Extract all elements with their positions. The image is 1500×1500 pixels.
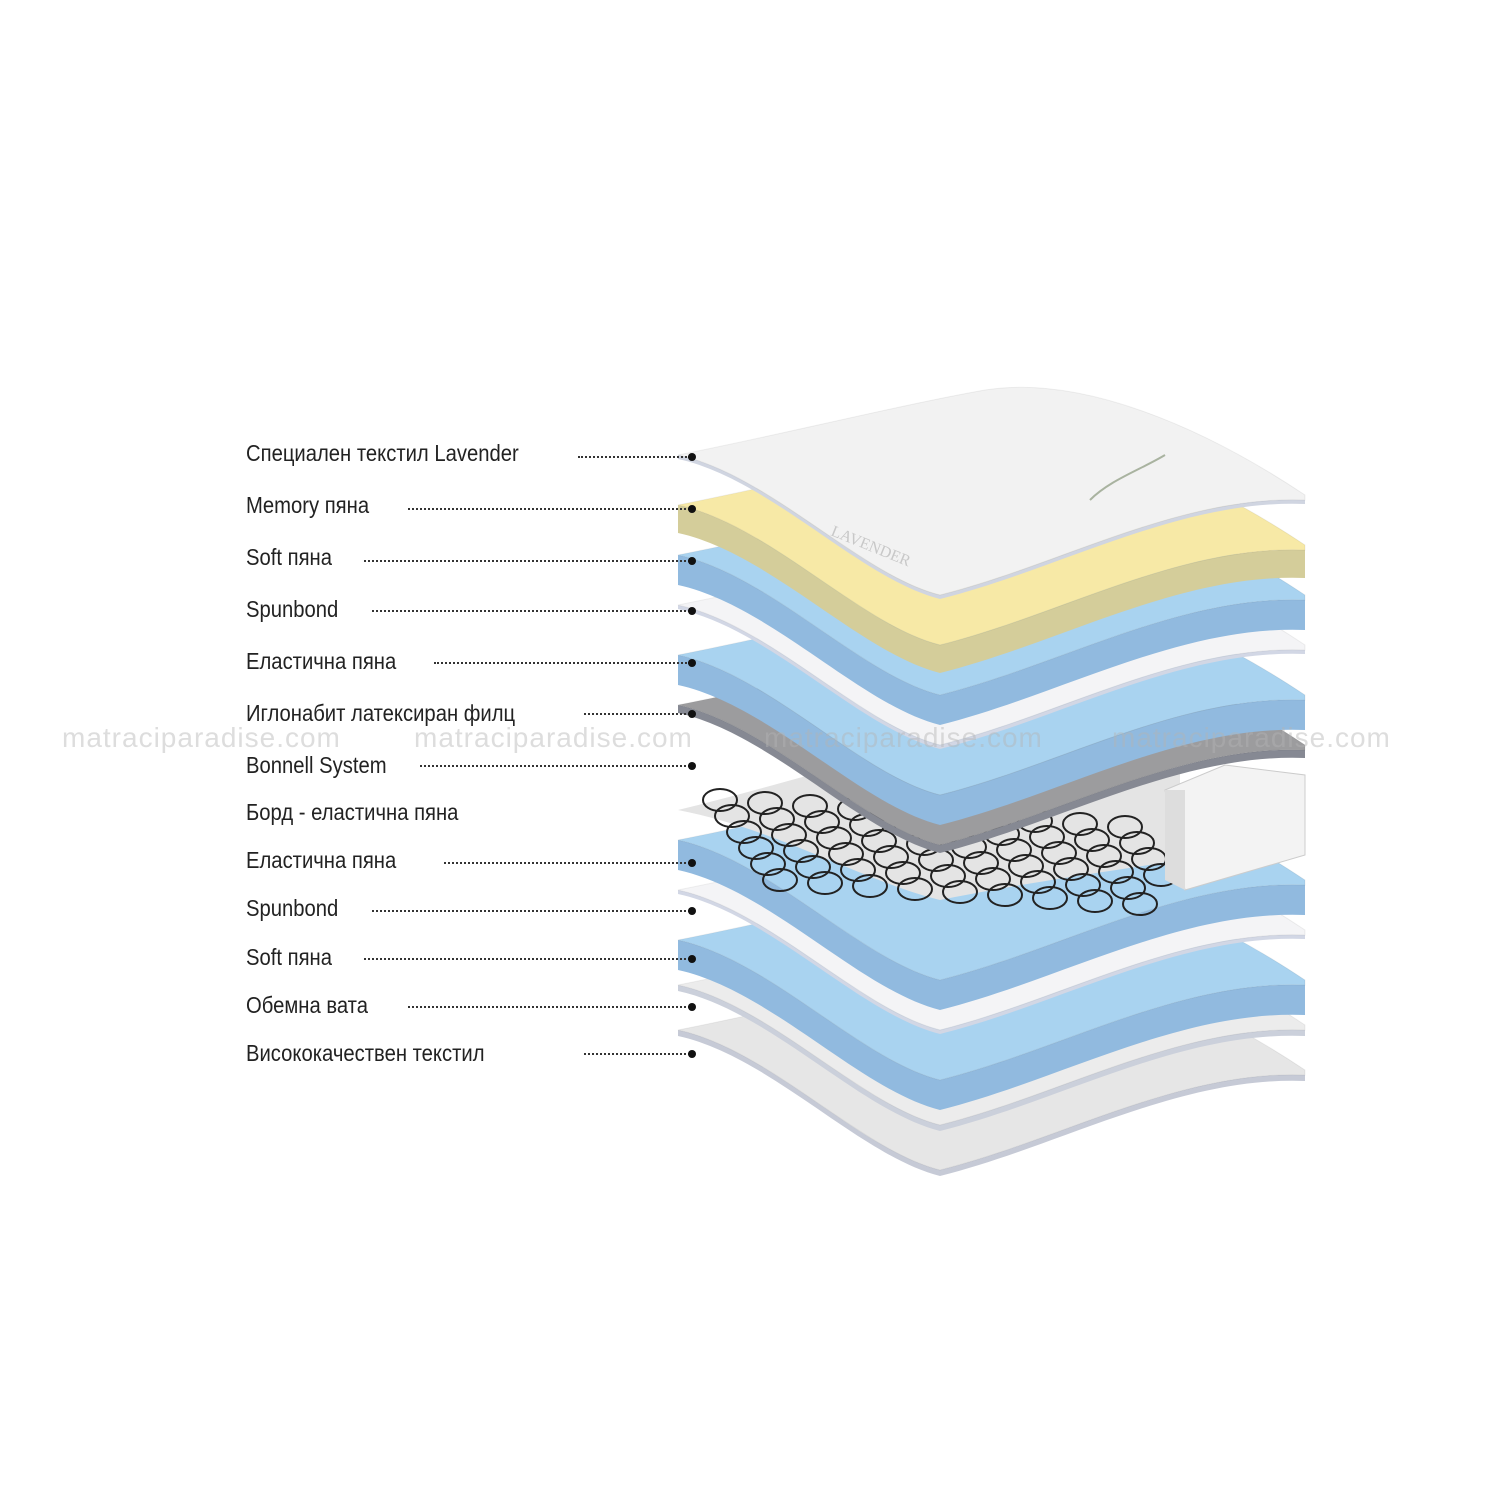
leader-dot <box>688 659 696 667</box>
leader-dot <box>688 710 696 718</box>
layer-0 <box>677 386 1306 599</box>
layer-label: Специален текстил Lavender <box>246 440 519 466</box>
leader-line <box>408 508 690 510</box>
layer-label: Еластична пяна <box>246 847 397 873</box>
leader-dot <box>688 557 696 565</box>
leader-line <box>372 910 690 912</box>
watermark-text: matraciparadise.com <box>1112 722 1391 753</box>
leader-line <box>372 610 690 612</box>
leader-line <box>578 456 690 458</box>
leader-dot <box>688 859 696 867</box>
leader-line <box>364 560 690 562</box>
leader-line <box>584 713 690 715</box>
layer-label: Spunbond <box>246 596 339 622</box>
leader-line <box>444 862 690 864</box>
bord-foam-edge <box>1164 764 1306 891</box>
layer-label: Soft пяна <box>246 544 332 570</box>
layer-label: Memory пяна <box>246 492 370 518</box>
layer-label: Spunbond <box>246 895 339 921</box>
layer-label: Борд - еластична пяна <box>246 799 459 825</box>
layer-label: Soft пяна <box>246 944 332 970</box>
leader-dot <box>688 762 696 770</box>
watermark-text: matraciparadise.com <box>764 722 1043 753</box>
leader-line <box>408 1006 690 1008</box>
leader-line <box>584 1053 690 1055</box>
leader-line <box>420 765 690 767</box>
layer-label: Еластична пяна <box>246 648 397 674</box>
leader-line <box>364 958 690 960</box>
lavender-sprig-icon <box>1089 454 1166 501</box>
layer-label: Bonnell System <box>246 752 387 778</box>
leader-dot <box>688 907 696 915</box>
leader-dot <box>688 453 696 461</box>
watermark-text: matraciparadise.com <box>62 722 341 753</box>
leader-dot <box>688 505 696 513</box>
leader-dot <box>688 955 696 963</box>
layer-label: Иглонабит латексиран филц <box>246 700 516 726</box>
leader-dot <box>688 1050 696 1058</box>
watermark-text: matraciparadise.com <box>414 722 693 753</box>
leader-dot <box>688 1003 696 1011</box>
layer-label: Обемна вата <box>246 992 368 1018</box>
leader-dot <box>688 607 696 615</box>
layer-label: Висококачествен текстил <box>246 1040 485 1066</box>
leader-line <box>434 662 690 664</box>
